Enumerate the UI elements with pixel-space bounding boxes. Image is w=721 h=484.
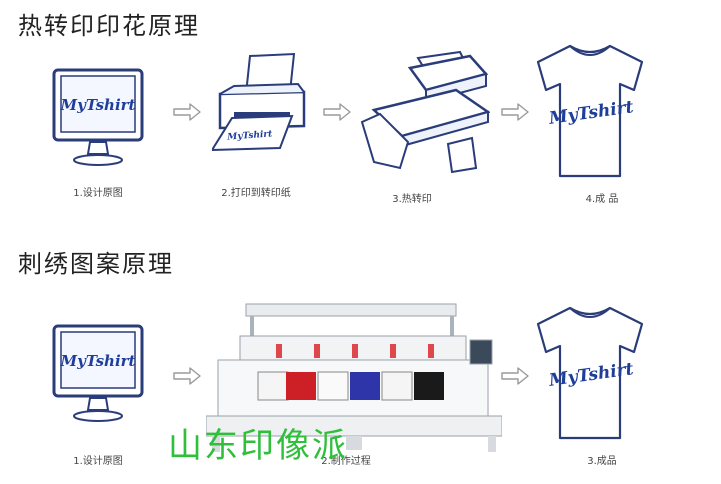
printer-icon: MyTshirt [210,52,312,160]
step-label: 4.成 品 [585,194,619,205]
section-title-heat-transfer: 热转印印花原理 [18,12,200,40]
arrow-right-icon [173,367,201,385]
arrow-right-icon [501,103,529,121]
embroidery-machine-icon [205,300,503,458]
brand-text: MyTshirt [60,96,136,114]
brand-text: MyTshirt [60,352,136,370]
watermark-text: 山东印像派 [168,426,348,466]
brand-text: MyTshirt [226,129,273,142]
tshirt-icon: MyTshirt [530,40,650,186]
section-title-embroidery: 刺绣图案原理 [18,250,174,278]
tshirt-icon: MyTshirt [530,302,650,448]
step-label: 1.设计原图 [73,456,123,467]
step-label: 1.设计原图 [73,188,123,199]
heat-press-icon [360,50,491,178]
arrow-right-icon [173,103,201,121]
arrow-right-icon [323,103,351,121]
step-label: 3.成品 [587,456,617,467]
arrow-right-icon [501,367,529,385]
step-label: 2.制作过程 [321,456,371,467]
step-label: 2.打印到转印纸 [221,188,291,199]
monitor-icon: MyTshirt [48,322,148,430]
monitor-icon: MyTshirt [48,66,148,174]
step-label: 3.热转印 [392,194,432,205]
